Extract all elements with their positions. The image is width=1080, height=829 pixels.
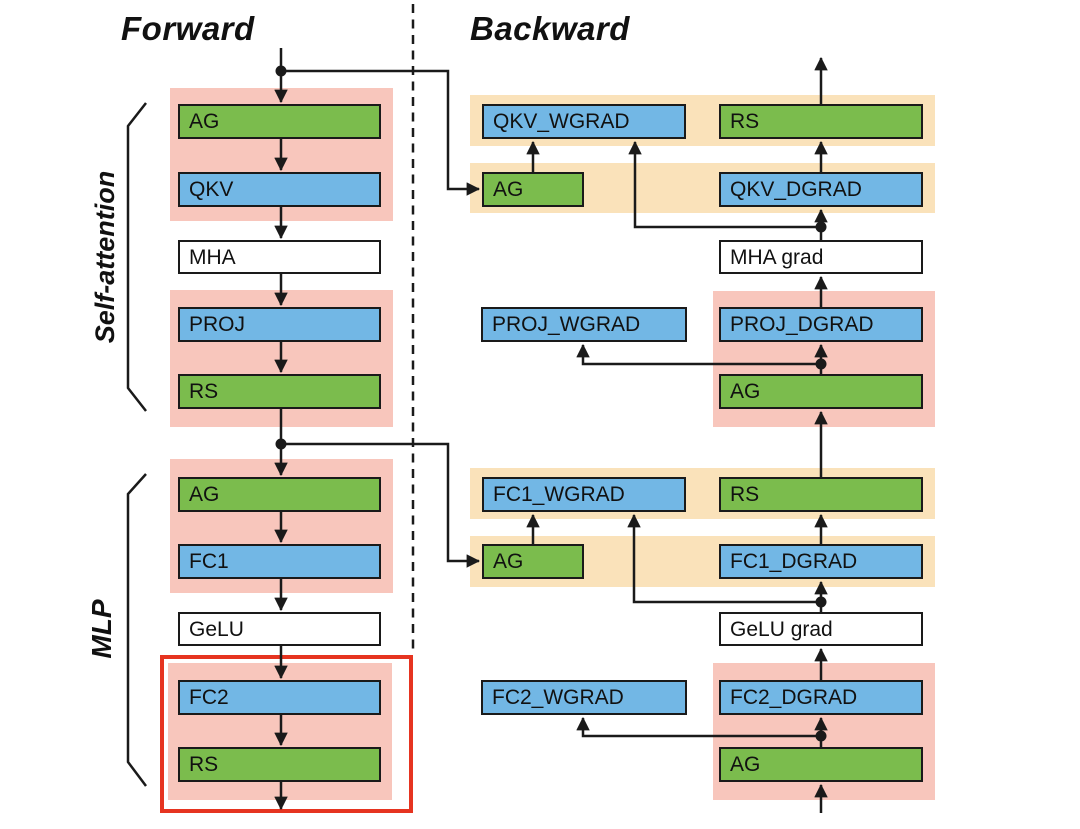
node-fwd-mha: MHA [178, 240, 381, 274]
node-bwd-ag-qkv: AG [482, 172, 584, 207]
junction-dot-fwd-mlp [275, 438, 287, 450]
node-fwd-rs-mlp: RS [178, 747, 381, 782]
node-fwd-fc2: FC2 [178, 680, 381, 715]
node-bwd-qkv-wgrad: QKV_WGRAD [482, 104, 686, 139]
node-bwd-mha-grad: MHA grad [719, 240, 923, 274]
node-fwd-qkv: QKV [178, 172, 381, 207]
junction-dot-bwd-fc1 [815, 596, 827, 608]
node-bwd-fc2-dgrad: FC2_DGRAD [719, 680, 923, 715]
node-bwd-fc2-wgrad: FC2_WGRAD [481, 680, 687, 715]
forward-title: Forward [121, 10, 255, 47]
node-bwd-proj-wgrad: PROJ_WGRAD [481, 307, 687, 342]
node-fwd-ag-attn: AG [178, 104, 381, 139]
self-attention-bracket [126, 102, 147, 412]
node-bwd-proj-dgrad: PROJ_DGRAD [719, 307, 923, 342]
node-fwd-ag-mlp: AG [178, 477, 381, 512]
node-fwd-rs-attn: RS [178, 374, 381, 409]
node-bwd-ag-fc1: AG [482, 544, 584, 579]
node-bwd-ag-proj: AG [719, 374, 923, 409]
node-bwd-fc1-wgrad: FC1_WGRAD [482, 477, 686, 512]
mlp-bracket [126, 473, 147, 787]
junction-dot-bwd-qkv [815, 221, 827, 233]
node-bwd-qkv-dgrad: QKV_DGRAD [719, 172, 923, 207]
node-fwd-fc1: FC1 [178, 544, 381, 579]
node-fwd-gelu: GeLU [178, 612, 381, 646]
self-attention-section-label: Self-attention [90, 170, 120, 344]
node-bwd-gelu-grad: GeLU grad [719, 612, 923, 646]
node-bwd-rs-fc1: RS [719, 477, 923, 512]
node-bwd-ag-fc2: AG [719, 747, 923, 782]
mlp-section-label: MLP [86, 599, 117, 659]
junction-dot-fwd-attn [275, 65, 287, 77]
backward-title: Backward [470, 10, 630, 47]
fc2-rs-highlight-outline [160, 655, 413, 813]
node-bwd-fc1-dgrad: FC1_DGRAD [719, 544, 923, 579]
node-fwd-proj: PROJ [178, 307, 381, 342]
node-bwd-rs-qkv: RS [719, 104, 923, 139]
